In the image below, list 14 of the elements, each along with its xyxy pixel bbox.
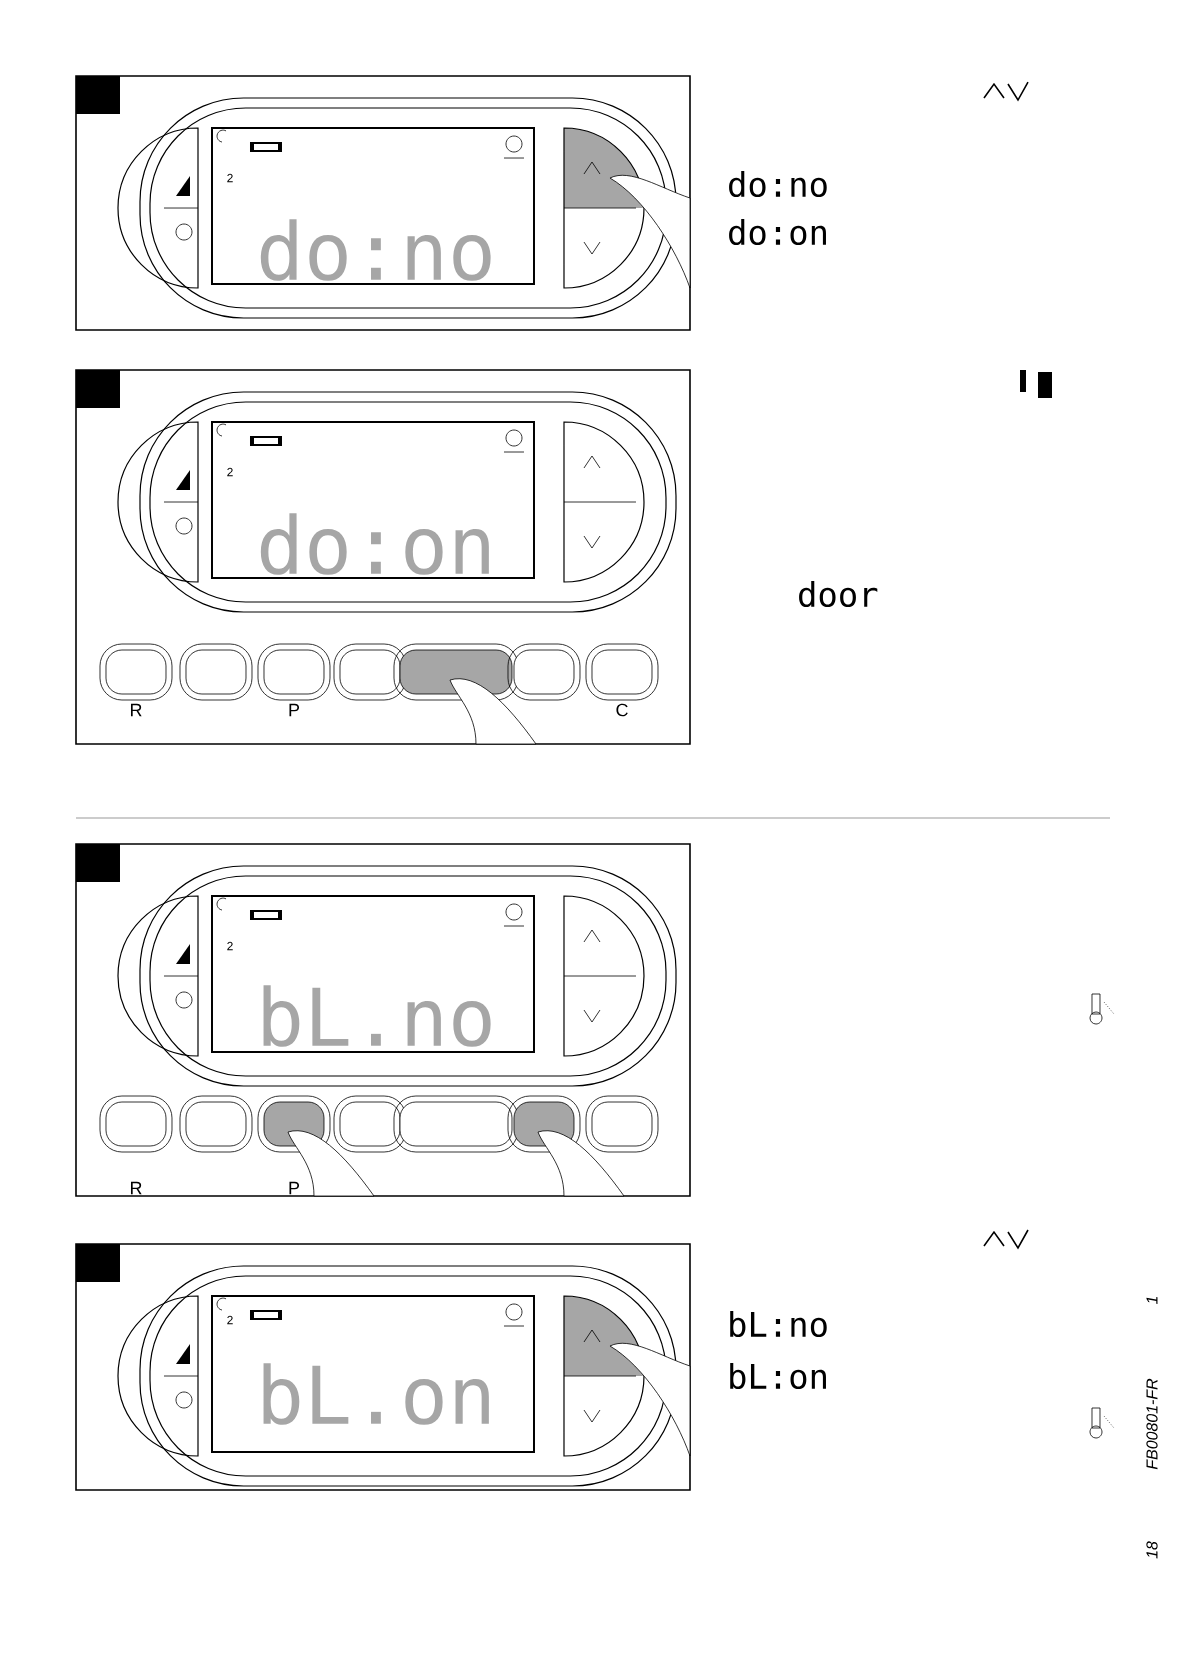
display-code: do:no [729, 170, 827, 198]
display-code: bL:no [730, 1310, 827, 1338]
display-readout: do:no [260, 219, 491, 281]
display-readout: bL.no [263, 985, 491, 1047]
display-code: bL:on [730, 1362, 826, 1390]
button-label: C [616, 703, 628, 717]
button-label: P [289, 1181, 300, 1195]
button-label: P [289, 703, 300, 717]
display-code: door [799, 580, 878, 608]
button-label: R [131, 1181, 142, 1195]
button-label: R [131, 703, 142, 717]
display-code: do:on [729, 218, 826, 246]
display-readout: bL.on [263, 1363, 489, 1425]
display-readout: do:on [260, 513, 489, 575]
